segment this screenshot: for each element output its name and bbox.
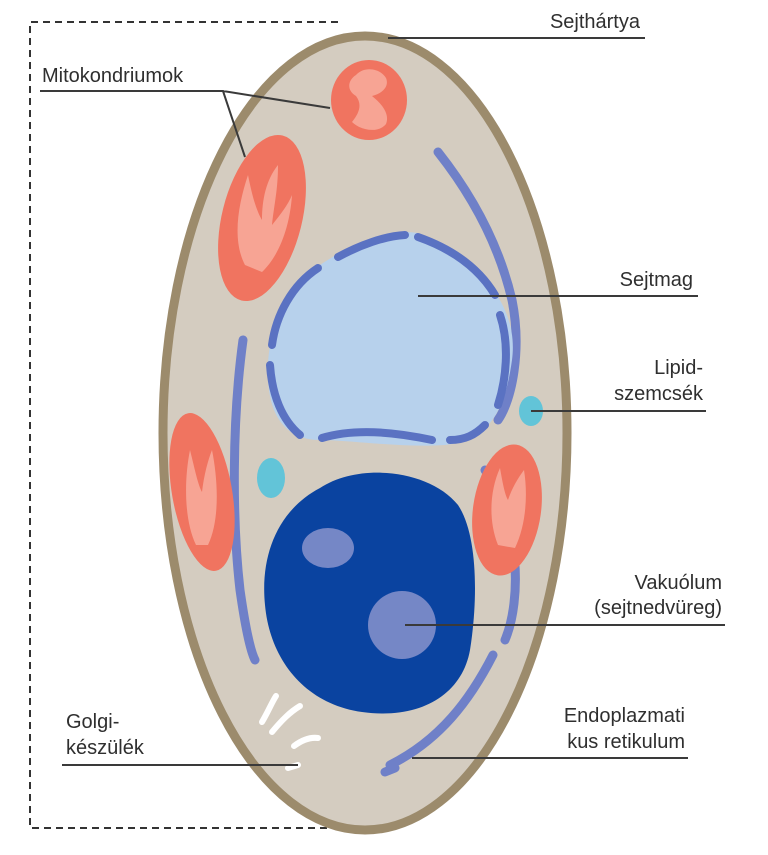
label-vakuolum-1: Vakuólum: [635, 572, 722, 594]
label-sejthartya: Sejthártya: [550, 11, 641, 33]
vacuole-spot-large: [368, 591, 436, 659]
mitochondrion-right: [472, 444, 542, 576]
lipid-droplet-left: [257, 458, 285, 498]
label-er-2: kus retikulum: [567, 731, 685, 753]
label-lipid-1: Lipid-: [654, 357, 703, 379]
label-er-1: Endoplazmati: [564, 705, 685, 727]
label-lipid-2: szemcsék: [614, 383, 704, 405]
dashed-frame: [29, 21, 338, 829]
vacuole: [264, 472, 475, 714]
nucleus: [267, 232, 513, 446]
mitochondrion-left-bottom: [169, 413, 235, 571]
mitochondrion-left-top: [218, 134, 306, 302]
nuclear-envelope: [266, 231, 510, 444]
label-vakuolum-2: (sejtnedvüreg): [594, 597, 722, 619]
label-sejtmag: Sejtmag: [620, 269, 693, 291]
leader-mitokondrium: [40, 90, 331, 158]
label-mitokondriumok: Mitokondriumok: [42, 65, 184, 87]
label-golgi-2: készülék: [66, 737, 145, 759]
vacuole-spot-small: [302, 528, 354, 568]
label-golgi-1: Golgi-: [66, 711, 119, 733]
mitochondrion-top: [331, 60, 407, 140]
leader-lines: [40, 37, 725, 766]
